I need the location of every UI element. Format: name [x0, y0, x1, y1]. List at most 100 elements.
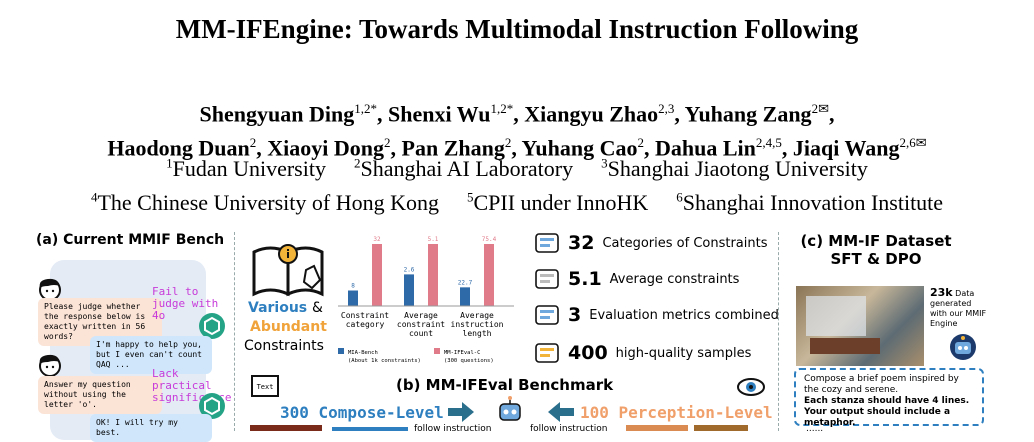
prompt-line-2: Each stanza should have 4 lines.: [804, 396, 970, 406]
author-list: Shengyuan Ding1,2*, Shenxi Wu1,2*, Xiang…: [0, 94, 1034, 163]
user-avatar-icon: [39, 354, 61, 377]
sample-image-thumb: [626, 425, 688, 431]
bar-mia-bench: [404, 274, 414, 306]
panel-c-title: (c) MM-IF Dataset SFT & DPO: [796, 232, 956, 268]
bar-value-label: 22.7: [458, 279, 473, 286]
author-affiliation-mark: 2: [504, 135, 512, 151]
panel-c-title-line1: (c) MM-IF Dataset: [800, 232, 952, 250]
author-affiliation-mark: 2,3: [658, 101, 675, 116]
follow-instruction-1: follow instruction: [414, 424, 492, 434]
authors-line-2: Haodong Duan2, Xiaoyi Dong2, Pan Zhang2,…: [0, 128, 1034, 162]
prompt-line-1: Compose a brief poem inspired by the coz…: [804, 374, 959, 395]
affiliation-name: Shanghai AI Laboratory: [360, 156, 574, 182]
author-affiliation-mark: 2,6✉: [899, 135, 927, 151]
divider-left: [234, 232, 235, 431]
stat-row: 5.1 Average constraints: [534, 268, 739, 290]
category-label: length: [463, 329, 492, 338]
affiliation-list: 1Fudan University 2Shanghai AI Laboratory…: [0, 150, 1034, 217]
author-separator: ,: [513, 101, 525, 127]
dataset-desc: Data generated with our MMIF Engine: [930, 289, 987, 328]
category-label: count: [409, 329, 433, 338]
stat-number: 3: [568, 304, 582, 326]
stat-number: 32: [568, 232, 595, 254]
affiliation-name: CPII under InnoHK: [473, 189, 649, 215]
category-label: Average: [460, 311, 494, 320]
stat-number: 400: [568, 342, 608, 364]
stat-label: high-quality samples: [615, 345, 752, 361]
legend-label: (300 questions): [444, 358, 494, 364]
bar-mm-ifeval-c: [428, 244, 438, 306]
panel-a-title: (a) Current MMIF Bench: [36, 232, 225, 248]
author-name: Xiangyu Zhao: [524, 101, 659, 127]
sample-image-thumb: [250, 425, 322, 431]
affiliation: 2Shanghai AI Laboratory: [354, 156, 573, 181]
category-label: constraint: [397, 320, 445, 329]
paper-title: MM-IFEngine: Towards Multimodal Instruct…: [175, 14, 859, 44]
affiliation-number: 3: [601, 156, 608, 171]
stat-number: 5.1: [568, 268, 602, 290]
stat-row: 32 Categories of Constraints: [534, 232, 768, 254]
arrow-left-icon: [548, 402, 574, 422]
affiliation: 1Fudan University: [166, 156, 326, 181]
bar-mm-ifeval-c: [484, 244, 494, 306]
affiliation-number: 6: [676, 189, 683, 205]
categories-icon: [535, 233, 559, 253]
author-affiliation-mark: 2: [384, 135, 391, 151]
affiliation-name: Fudan University: [172, 156, 326, 182]
panel-b-title: (b) MM-IFEval Benchmark: [396, 376, 614, 394]
legend-swatch: [434, 348, 440, 354]
authors-line-1: Shengyuan Ding1,2*, Shenxi Wu1,2*, Xiang…: [0, 94, 1034, 128]
bot-answer-2: OK! I will try my best.: [90, 414, 212, 442]
category-label: category: [346, 320, 385, 329]
author-separator: ,: [644, 135, 656, 161]
author-name: Dahua Lin: [655, 135, 756, 161]
bar-value-label: 5.1: [428, 236, 439, 243]
stat-label: Evaluation metrics combined: [589, 307, 779, 323]
author-separator: ,: [674, 101, 685, 127]
affiliation: 3Shanghai Jiaotong University: [601, 156, 868, 181]
author-name: Yuhang Zang: [684, 101, 812, 127]
eye-icon: [737, 378, 765, 396]
bar-mia-bench: [460, 287, 470, 306]
author-name: Haodong Duan: [107, 135, 250, 161]
bot-answer-1: I'm happy to help you, but I even can't …: [90, 336, 212, 374]
perception-level-label: 100 Perception-Level: [580, 403, 773, 422]
robot-icon: [499, 396, 521, 421]
category-label: Constraint: [341, 311, 389, 320]
author-name: Yuhang Cao: [521, 135, 638, 161]
bar-value-label: 32: [373, 236, 381, 243]
bar-value-label: 8: [351, 283, 355, 290]
sample-image-thumb: [694, 425, 748, 431]
constraint-bar-chart: 832Constraintcategory2.65.1Averageconstr…: [338, 236, 514, 364]
category-label: Average: [404, 311, 438, 320]
question-icon: [535, 343, 559, 363]
panel-c-title-line2: SFT & DPO: [830, 250, 922, 268]
prompt-line-3: Your output should include a metaphor.: [804, 407, 951, 428]
stat-label: Average constraints: [609, 271, 740, 287]
bar-mia-bench: [348, 290, 358, 306]
author-separator: ,: [390, 135, 402, 161]
affiliations-line-1: 1Fudan University 2Shanghai AI Laboratory…: [0, 150, 1034, 183]
ampersand: &: [312, 300, 323, 316]
openai-logo-icon: [199, 313, 225, 339]
category-label: instruction: [451, 320, 504, 329]
user-question-2: Answer my question without using the let…: [38, 376, 162, 414]
affiliation: 5CPII under InnoHK: [467, 189, 649, 215]
sample-text-thumb: [332, 427, 408, 431]
stat-label: Categories of Constraints: [602, 235, 768, 251]
author-affiliation-mark: 1,2*: [490, 101, 514, 116]
author-name: Shenxi Wu: [387, 101, 491, 127]
follow-instruction-2: follow instruction: [530, 424, 608, 434]
affiliation: 4The Chinese University of Hong Kong: [91, 189, 439, 214]
legend-swatch: [338, 348, 344, 354]
affiliation-name: Shanghai Jiaotong University: [607, 156, 868, 182]
abundant-label: Abundant: [250, 319, 327, 335]
affiliation: 6Shanghai Innovation Institute: [676, 189, 943, 214]
author-affiliation-mark: 2✉: [811, 101, 829, 116]
author-separator: ,: [781, 135, 793, 161]
note-fail-judge: Fail to judge with 4o: [152, 285, 219, 322]
dataset-count: 23k: [930, 286, 953, 299]
text-document-icon: Text: [251, 375, 279, 397]
metrics-icon: [535, 305, 559, 325]
affiliation-number: 5: [467, 189, 474, 205]
